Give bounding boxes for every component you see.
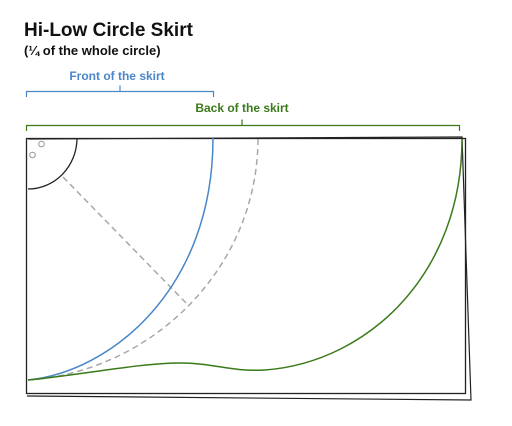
radius-guide-line [62, 176, 190, 307]
back-bracket-line [25, 119, 461, 131]
front-bracket: Front of the skirt [25, 69, 215, 97]
back-hem-curve [27, 138, 463, 381]
marker-circle-1 [38, 140, 45, 148]
front-bracket-line [25, 85, 215, 97]
back-bracket: Back of the skirt [25, 101, 461, 131]
front-label: Front of the skirt [69, 69, 164, 83]
side-seam-curve [27, 137, 259, 381]
front-hem-curve [27, 137, 214, 381]
back-label: Back of the skirt [195, 101, 288, 115]
fabric-sheet-front [25, 137, 467, 395]
marker-circle-2 [29, 151, 36, 159]
diagram-title: Hi-Low Circle Skirt [24, 20, 193, 41]
waist-arc [27, 138, 78, 190]
fabric-sheet-back [26, 136, 472, 401]
diagram-subtitle: (¼ of the whole circle) [24, 43, 161, 58]
